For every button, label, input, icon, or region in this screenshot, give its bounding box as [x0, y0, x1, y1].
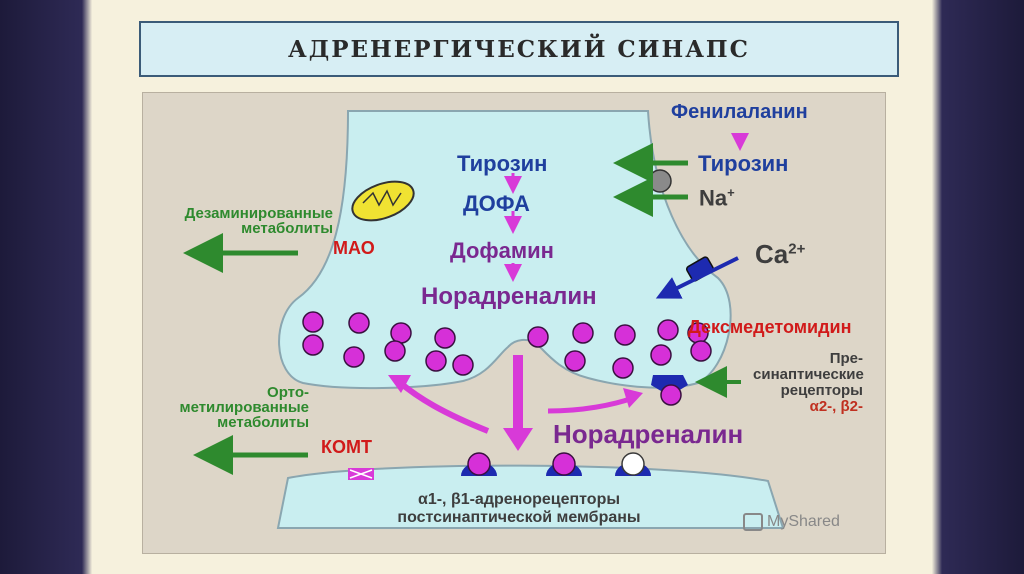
sodium-label: Na+ — [699, 185, 735, 211]
noradrenaline-presynaptic-label: Норадреналин — [421, 283, 597, 310]
dopa-label: ДОФА — [463, 191, 530, 216]
dexmedetomidine-label: Дексмедетомидин — [688, 317, 852, 337]
mao-label: МАО — [333, 238, 375, 258]
dopamine-label: Дофамин — [450, 238, 554, 263]
diagram-graphics — [183, 110, 785, 529]
komt-label: КОМТ — [321, 437, 372, 457]
watermark-icon — [743, 513, 763, 531]
vesicles — [302, 311, 712, 379]
noradrenaline-cleft-label: Норадреналин — [553, 419, 744, 449]
synapse-diagram: Фенилаланин Тирозин Na+ Тирозин ДОФА Доф… — [142, 92, 886, 554]
mitochondrion — [351, 180, 415, 222]
title-box: АДРЕНЕРГИЧЕСКИЙ СИНАПС — [139, 21, 899, 77]
transporter-icon — [648, 169, 672, 193]
tyrosine-label: Тирозин — [457, 151, 548, 176]
phenylalanine-label: Фенилаланин — [671, 101, 808, 123]
presynaptic-receptor — [651, 375, 688, 391]
tyrosine-outside-label: Тирозин — [698, 151, 789, 176]
postsynaptic-receptors-label: α1-, β1-адренорецепторы постсинаптическо… — [397, 491, 641, 526]
presynaptic-receptors-label: Пре- синаптические рецепторы α2-, β2- — [753, 350, 864, 415]
comt-marker-icon — [348, 468, 374, 480]
watermark: MyShared — [743, 513, 840, 531]
calcium-channel-icon — [655, 256, 739, 299]
postsynaptic-receptors — [461, 452, 651, 476]
page-title: АДРЕНЕРГИЧЕСКИЙ СИНАПС — [288, 35, 750, 63]
calcium-label: Ca2+ — [755, 239, 806, 269]
